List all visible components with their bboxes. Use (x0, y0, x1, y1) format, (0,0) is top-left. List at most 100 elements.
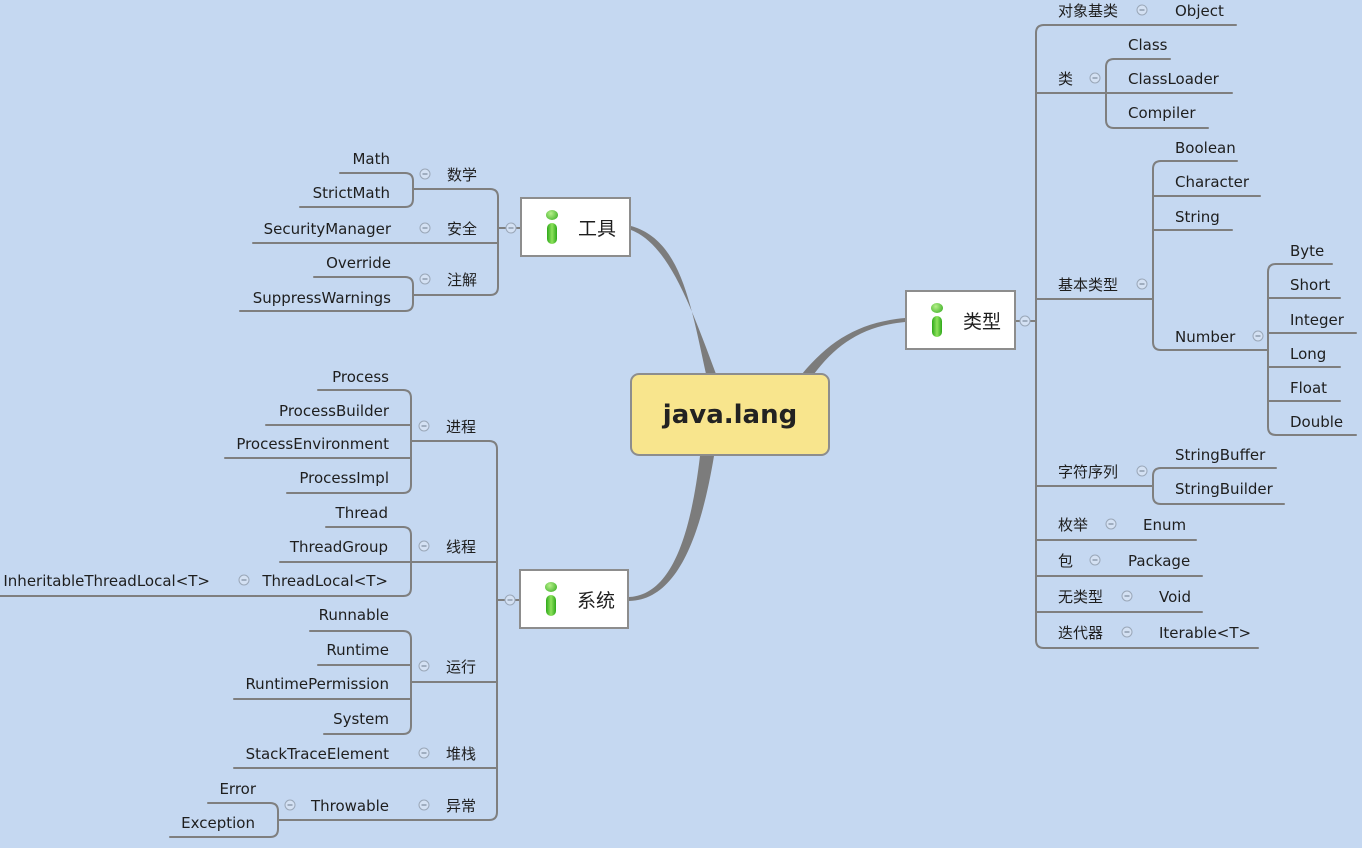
collapse-toggle-object-base[interactable] (1136, 4, 1148, 16)
subtopic-number[interactable]: Number (1175, 328, 1236, 346)
subtopic-void-type[interactable]: 无类型 (1058, 588, 1104, 606)
collapse-toggle-stack[interactable] (418, 747, 430, 759)
leaf-character[interactable]: Character (1175, 173, 1250, 191)
leaf-thread[interactable]: Thread (335, 504, 388, 522)
subtopic-process[interactable]: 进程 (445, 418, 476, 436)
collapse-toggle-throwable[interactable] (284, 799, 296, 811)
leaf-processbuilder[interactable]: ProcessBuilder (279, 402, 389, 420)
leaf-integer[interactable]: Integer (1290, 311, 1344, 329)
subtopic-stack[interactable]: 堆栈 (445, 745, 476, 763)
annotation-spine-up (404, 276, 414, 296)
central-topic[interactable]: java.lang (630, 373, 830, 456)
leaf-inheritablethreadlocal[interactable]: InheritableThreadLocal<T> (3, 572, 210, 590)
leaf-class[interactable]: Class (1128, 36, 1168, 54)
subtopic-class[interactable]: 类 (1058, 70, 1074, 88)
collapse-toggle-annotation[interactable] (419, 273, 431, 285)
leaf-stringbuilder[interactable]: StringBuilder (1175, 480, 1273, 498)
leaf-compiler[interactable]: Compiler (1128, 104, 1196, 122)
collapse-toggle-class[interactable] (1089, 72, 1101, 84)
leaf-runtime[interactable]: Runtime (326, 641, 389, 659)
subtopic-enum[interactable]: 枚举 (1058, 516, 1089, 534)
leaf-error[interactable]: Error (219, 780, 256, 798)
leaf-threadlocal[interactable]: ThreadLocal<T> (262, 572, 388, 590)
leaf-processenvironment[interactable]: ProcessEnvironment (236, 435, 389, 453)
info-icon (931, 303, 943, 337)
class-spine-down (1105, 92, 1115, 129)
thread-spine-down (402, 561, 412, 597)
subtopic-object-base[interactable]: 对象基类 (1058, 2, 1119, 20)
collapse-toggle-math[interactable] (419, 168, 431, 180)
subtopic-runtime[interactable]: 运行 (445, 658, 476, 676)
leaf-byte[interactable]: Byte (1290, 242, 1325, 260)
topic-tools[interactable]: 工具 (520, 197, 631, 257)
leaf-iterable[interactable]: Iterable<T> (1159, 624, 1252, 642)
leaf-runnable[interactable]: Runnable (318, 606, 389, 624)
subtopic-char-sequence[interactable]: 字符序列 (1058, 463, 1119, 481)
leaf-override[interactable]: Override (326, 254, 391, 272)
collapse-toggle-number[interactable] (1252, 330, 1264, 342)
collapse-toggle-security[interactable] (419, 222, 431, 234)
topic-types-label: 类型 (963, 310, 1002, 333)
subtopic-basic-types[interactable]: 基本类型 (1058, 276, 1119, 294)
throwable-spine-down (269, 819, 279, 838)
leaf-package[interactable]: Package (1128, 552, 1191, 570)
leaf-suppresswarnings[interactable]: SuppressWarnings (252, 289, 391, 307)
leaf-securitymanager[interactable]: SecurityManager (263, 220, 391, 238)
collapse-toggle-tools[interactable] (505, 222, 517, 234)
leaf-boolean[interactable]: Boolean (1175, 139, 1236, 157)
collapse-toggle-package[interactable] (1089, 554, 1101, 566)
main-branch-system (629, 456, 714, 601)
leaf-throwable[interactable]: Throwable (310, 797, 389, 815)
leaf-void[interactable]: Void (1159, 588, 1191, 606)
leaf-system[interactable]: System (333, 710, 389, 728)
leaf-long[interactable]: Long (1290, 345, 1327, 363)
runtime-spine-up (402, 630, 412, 683)
collapse-toggle-system[interactable] (504, 594, 516, 606)
leaf-enum[interactable]: Enum (1143, 516, 1187, 534)
leaf-stringbuffer[interactable]: StringBuffer (1175, 446, 1266, 464)
topic-types[interactable]: 类型 (905, 290, 1016, 350)
topic-system-label: 系统 (577, 589, 616, 612)
collapse-toggle-iterator[interactable] (1121, 626, 1133, 638)
subtopic-thread[interactable]: 线程 (445, 538, 476, 556)
topic-system[interactable]: 系统 (519, 569, 629, 629)
subtopic-security[interactable]: 安全 (446, 220, 477, 238)
collapse-toggle-process[interactable] (418, 420, 430, 432)
main-branch-types (802, 318, 905, 374)
collapse-toggle-basic-types[interactable] (1136, 278, 1148, 290)
leaf-process[interactable]: Process (332, 368, 389, 386)
leaf-strictmath[interactable]: StrictMath (312, 184, 390, 202)
collapse-toggle-thread[interactable] (418, 540, 430, 552)
collapse-toggle-void-type[interactable] (1121, 590, 1133, 602)
subtopic-math[interactable]: 数学 (446, 166, 477, 184)
subtopic-package[interactable]: 包 (1058, 552, 1074, 570)
leaf-threadgroup[interactable]: ThreadGroup (289, 538, 388, 556)
leaf-object[interactable]: Object (1175, 2, 1224, 20)
leaf-float[interactable]: Float (1290, 379, 1328, 397)
charseq-spine-down (1152, 485, 1162, 505)
collapse-toggle-char-sequence[interactable] (1136, 465, 1148, 477)
leaf-double[interactable]: Double (1290, 413, 1344, 431)
leaf-short[interactable]: Short (1290, 276, 1331, 294)
collapse-toggle-exception[interactable] (418, 799, 430, 811)
collapse-toggle-threadlocal[interactable] (238, 574, 250, 586)
leaf-stacktraceelement[interactable]: StackTraceElement (245, 745, 389, 763)
leaf-runtimepermission[interactable]: RuntimePermission (245, 675, 389, 693)
system-spine-up (488, 440, 498, 601)
types-spine-down (1035, 320, 1045, 649)
leaf-processimpl[interactable]: ProcessImpl (299, 469, 389, 487)
subtopic-annotation[interactable]: 注解 (446, 271, 477, 289)
leaf-math[interactable]: Math (352, 150, 390, 168)
basic-spine-down (1152, 298, 1162, 351)
leaf-classloader[interactable]: ClassLoader (1128, 70, 1219, 88)
collapse-toggle-enum[interactable] (1105, 518, 1117, 530)
subtopic-iterator[interactable]: 迭代器 (1058, 624, 1104, 642)
subtopic-exception[interactable]: 异常 (445, 797, 476, 815)
info-icon (546, 210, 558, 244)
leaf-string[interactable]: String (1175, 208, 1220, 226)
leaf-exception[interactable]: Exception (181, 814, 255, 832)
collapse-toggle-runtime[interactable] (418, 660, 430, 672)
collapse-toggle-types[interactable] (1019, 315, 1031, 327)
